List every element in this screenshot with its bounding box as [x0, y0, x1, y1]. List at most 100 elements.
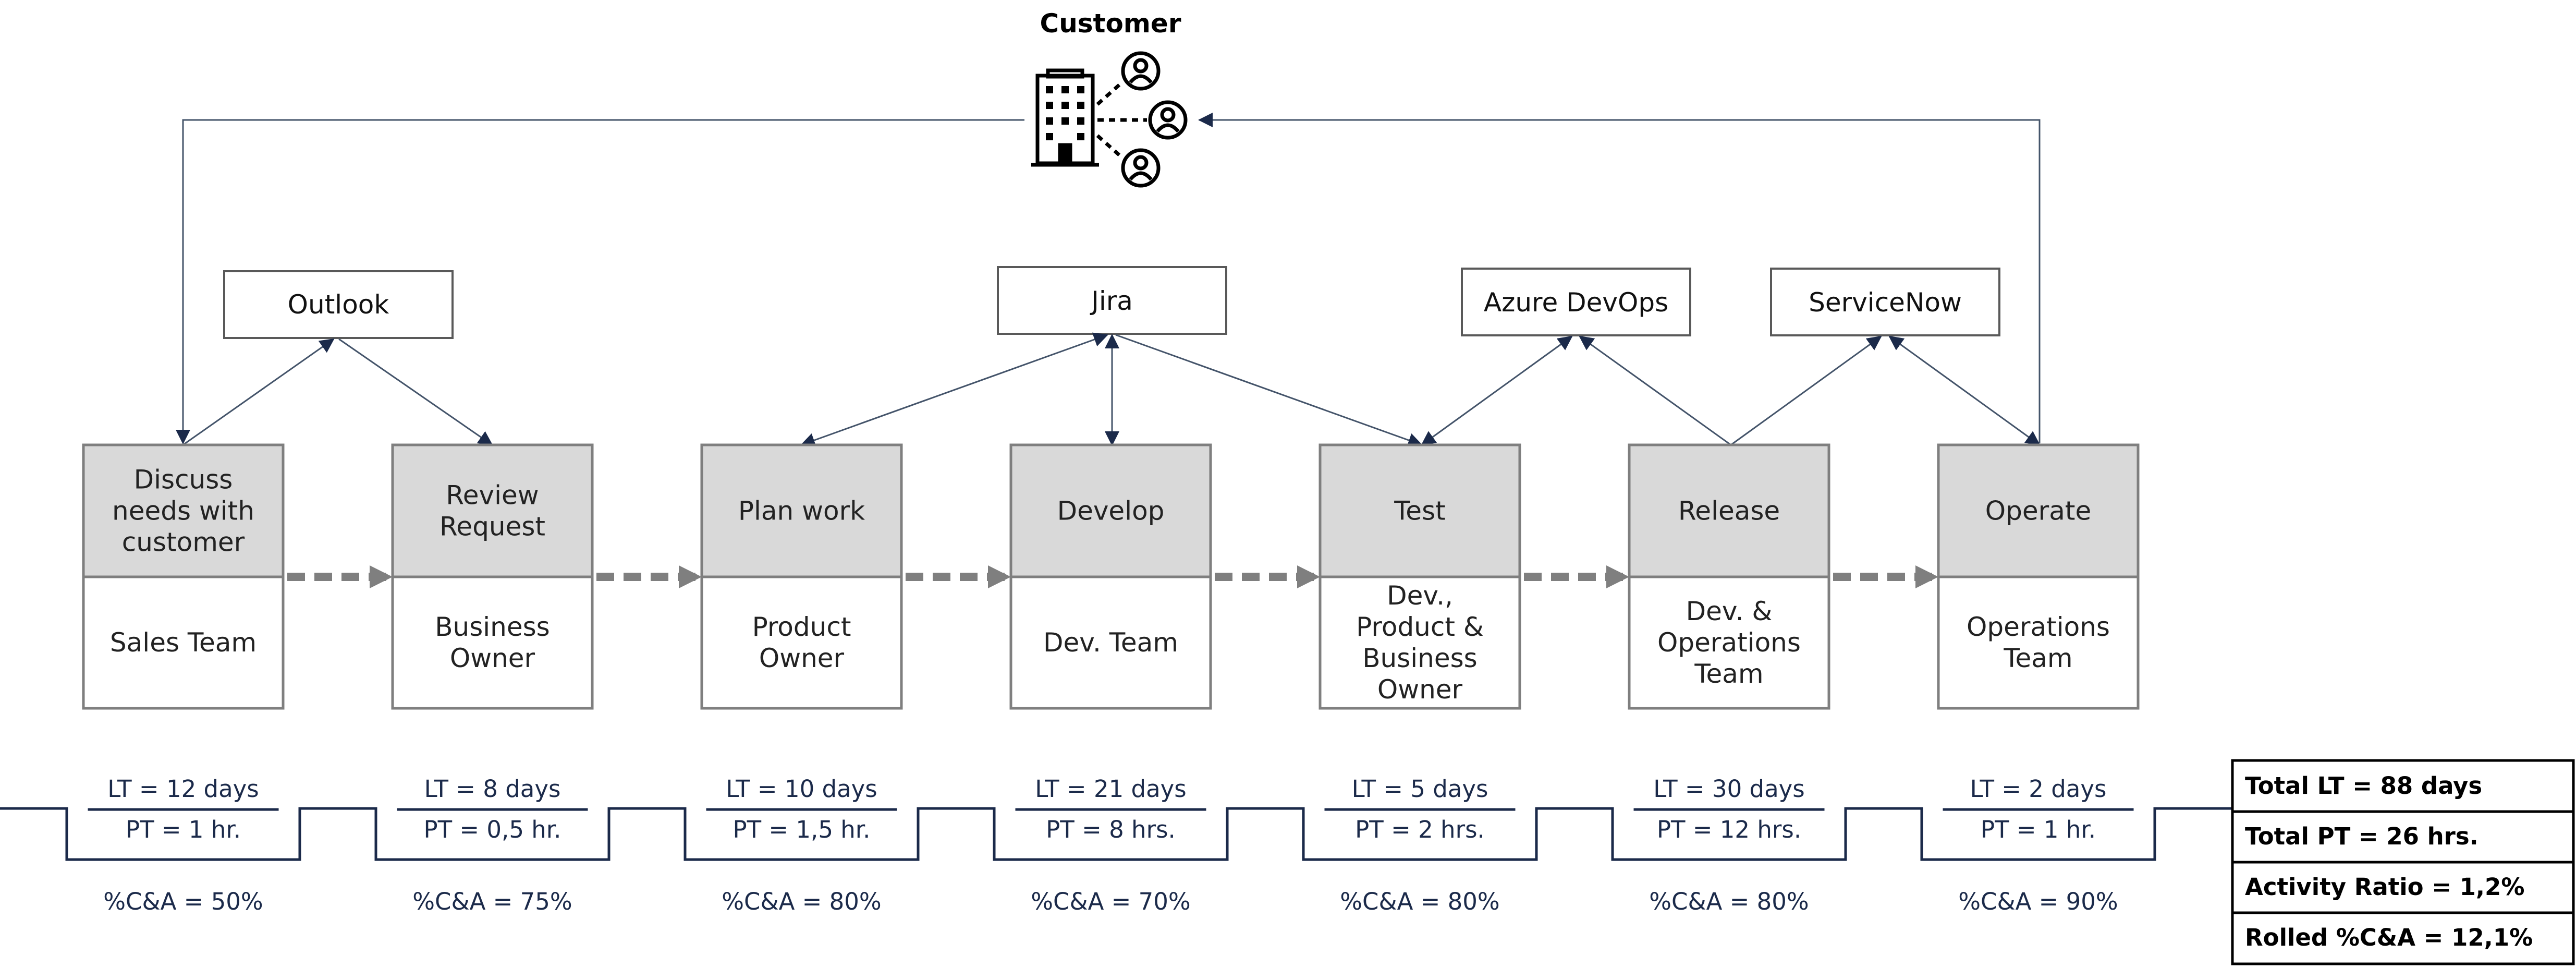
tool-label: Outlook: [288, 289, 389, 320]
lead-time-label: LT = 5 days: [1352, 775, 1488, 803]
lead-time-label: LT = 8 days: [424, 775, 561, 803]
process-owner: Owner: [759, 643, 845, 673]
summary-activity-ratio: Activity Ratio = 1,2%: [2245, 873, 2524, 901]
timeline-ladder: [0, 807, 2232, 861]
process-header: [82, 443, 285, 578]
lead-time-label: LT = 21 days: [1035, 775, 1186, 803]
process-owner: Business: [435, 612, 550, 642]
lead-time-label: LT = 10 days: [726, 775, 877, 803]
process-owner: Team: [1694, 659, 1763, 689]
customer-to-discuss-connector: [176, 119, 1024, 444]
complete-accurate-label: %C&A = 70%: [1031, 888, 1190, 915]
process-title: Discuss: [134, 465, 233, 495]
tool-label: Jira: [1090, 286, 1133, 316]
summary-table: Total LT = 88 days Total PT = 26 hrs. Ac…: [2231, 759, 2575, 965]
process-metrics: LT = 12 days PT = 1 hr. %C&A = 50%: [88, 775, 279, 915]
complete-accurate-label: %C&A = 75%: [412, 888, 572, 915]
process-title: Review: [446, 480, 539, 511]
tool-box-azure-devops: Azure DevOps: [1461, 268, 1691, 336]
jira-plan-connector: [800, 332, 1108, 448]
process-title: needs with: [112, 496, 254, 526]
process-title: Plan work: [738, 496, 865, 526]
complete-accurate-label: %C&A = 50%: [103, 888, 263, 915]
process-owner: Owner: [1377, 674, 1463, 705]
servicenow-operate-connector: [1888, 335, 2041, 446]
complete-accurate-label: %C&A = 80%: [722, 888, 881, 915]
process-header: [391, 443, 594, 578]
process-owner: Owner: [450, 643, 535, 673]
tool-box-jira: Jira: [997, 266, 1227, 335]
process-time-label: PT = 2 hrs.: [1355, 816, 1485, 843]
process-owner-cell: [1318, 575, 1521, 710]
user-icon: [1148, 100, 1188, 140]
process-owner: Dev. &: [1686, 596, 1773, 626]
process-time-label: PT = 1 hr.: [126, 816, 241, 843]
process-owner: Product &: [1356, 612, 1484, 642]
lead-time-label: LT = 30 days: [1653, 775, 1804, 803]
process-owner-cell: [391, 575, 594, 710]
process-time-label: PT = 8 hrs.: [1046, 816, 1176, 843]
user-icon: [1121, 51, 1161, 91]
process-title: Request: [439, 512, 545, 542]
tool-box-servicenow: ServiceNow: [1770, 268, 2000, 336]
process-owner: Product: [752, 612, 851, 642]
process-metrics: LT = 10 days PT = 1,5 hr. %C&A = 80%: [706, 775, 897, 915]
process-owner: Dev. Team: [1043, 627, 1178, 658]
process-owner-cell: [1628, 575, 1830, 710]
customer-label: Customer: [1040, 8, 1181, 39]
process-owner-cell: [700, 575, 903, 710]
outlook-discuss-connector: [182, 338, 335, 446]
process-owner: Operations: [1657, 627, 1801, 658]
summary-total-lt: Total LT = 88 days: [2245, 772, 2482, 800]
lead-time-label: LT = 12 days: [107, 775, 259, 803]
process-header: [1318, 443, 1521, 578]
process-time-label: PT = 1,5 hr.: [732, 816, 870, 843]
process-owner: Business: [1362, 643, 1477, 673]
complete-accurate-label: %C&A = 90%: [1958, 888, 2118, 915]
outlook-review-connector: [338, 338, 493, 446]
process-title: Release: [1678, 496, 1780, 526]
building-icon: [1031, 68, 1147, 167]
process-metrics: LT = 8 days PT = 0,5 hr. %C&A = 75%: [397, 775, 588, 915]
complete-accurate-label: %C&A = 80%: [1649, 888, 1809, 915]
azure-test-connector: [1421, 335, 1573, 446]
process-metrics: LT = 30 days PT = 12 hrs. %C&A = 80%: [1633, 775, 1825, 915]
summary-rolled-ca: Rolled %C&A = 12,1%: [2245, 924, 2533, 951]
servicenow-release-connector: [1730, 335, 1882, 446]
process-owner: Sales Team: [110, 627, 257, 658]
operate-to-customer-connector: [1198, 113, 2041, 443]
tool-label: Azure DevOps: [1484, 287, 1668, 318]
process-time-label: PT = 12 hrs.: [1657, 816, 1801, 843]
process-header: [700, 443, 903, 578]
jira-test-connector: [1115, 334, 1423, 448]
process-owner: Operations: [1967, 612, 2110, 642]
process-owner: Team: [2003, 643, 2072, 673]
process-owner-cell: [1937, 575, 2140, 710]
process-metrics: LT = 21 days PT = 8 hrs. %C&A = 70%: [1015, 775, 1206, 915]
tool-connectors: [182, 332, 2041, 448]
lead-time-label: LT = 2 days: [1970, 775, 2107, 803]
process-header: [1628, 443, 1830, 578]
process-time-label: PT = 1 hr.: [1981, 816, 2096, 843]
process-title: Operate: [1985, 496, 2091, 526]
process-title: Test: [1394, 496, 1445, 526]
process-header: [1009, 443, 1212, 578]
metrics-row: LT = 12 days PT = 1 hr. %C&A = 50% LT = 8 d…: [88, 775, 2134, 915]
azure-release-connector: [1579, 335, 1731, 446]
tool-label: ServiceNow: [1809, 287, 1962, 318]
process-owner: Dev.,: [1387, 581, 1453, 611]
process-time-label: PT = 0,5 hr.: [423, 816, 561, 843]
process-metrics: LT = 2 days PT = 1 hr. %C&A = 90%: [1943, 775, 2134, 915]
tool-box-outlook: Outlook: [223, 270, 454, 339]
process-title: customer: [122, 527, 245, 558]
